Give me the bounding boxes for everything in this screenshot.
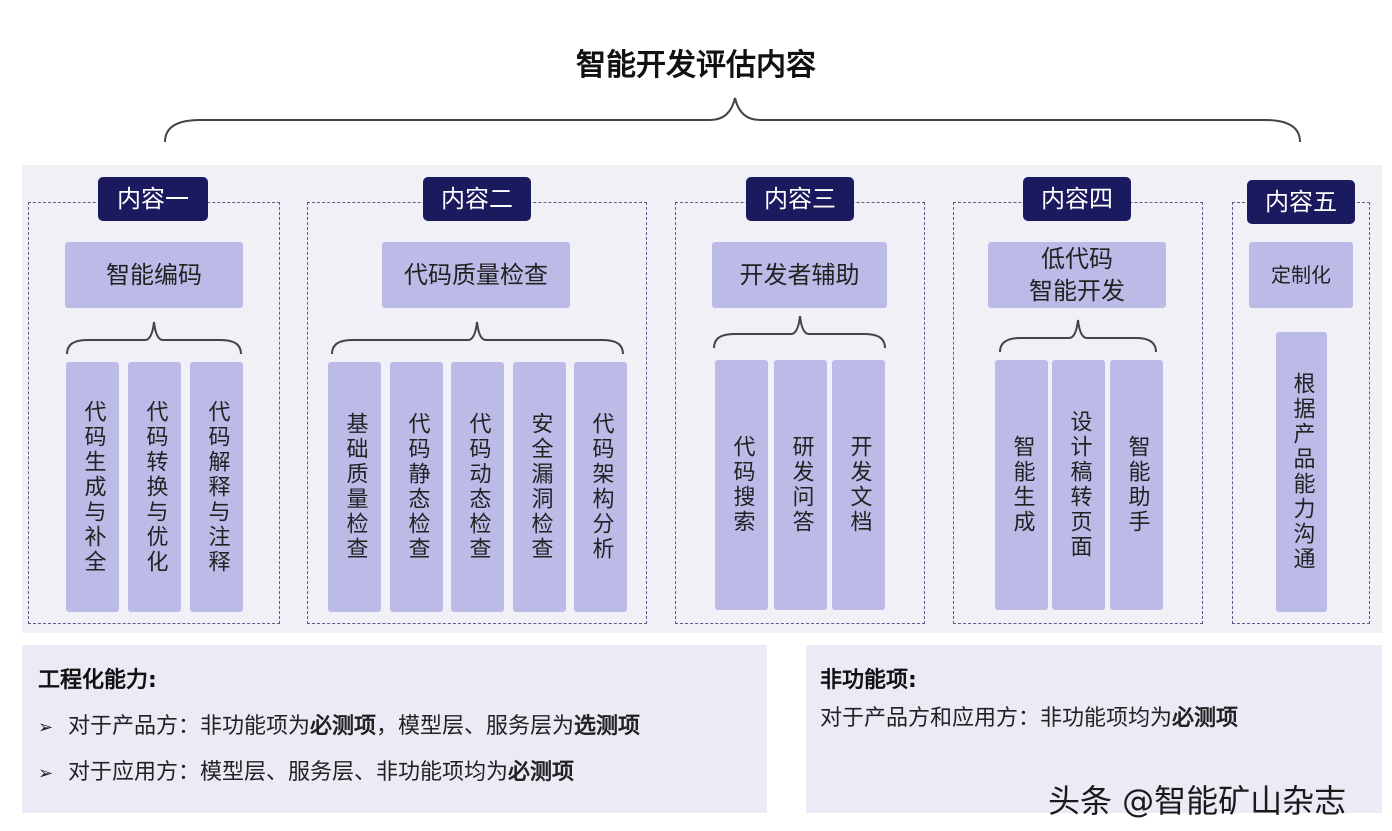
column-1-item-2: 代码转换与优化 (128, 362, 181, 612)
engineering-line-2: ➢对于应用方：模型层、服务层、非功能项均为必测项 (38, 760, 575, 785)
column-2-head: 代码质量检查 (382, 242, 570, 308)
column-2-item-2: 代码静态检查 (390, 362, 443, 612)
column-4-item-3: 智能助手 (1110, 360, 1163, 610)
column-2-brace (331, 321, 624, 355)
column-2-item-1: 基础质量检查 (328, 362, 381, 612)
column-3-brace (713, 315, 886, 349)
column-2-tag: 内容二 (423, 177, 531, 221)
nonfunctional-line: 对于产品方和应用方：非功能项均为必测项 (820, 706, 1239, 731)
column-4-item-2: 设计稿转页面 (1052, 360, 1105, 610)
column-3-head: 开发者辅助 (712, 242, 887, 308)
watermark: 头条 @智能矿山杂志 (1048, 782, 1347, 820)
column-5-head: 定制化 (1249, 242, 1353, 308)
column-3-item-2: 研发问答 (774, 360, 827, 610)
column-1-item-3: 代码解释与注释 (190, 362, 243, 612)
column-3-head-label: 开发者辅助 (739, 261, 860, 289)
column-4-head-label: 低代码 智能开发 (1029, 245, 1125, 305)
column-1-head: 智能编码 (65, 242, 243, 308)
arrow-icon: ➢ (38, 763, 54, 784)
column-4-tag: 内容四 (1023, 177, 1131, 221)
top-brace (164, 97, 1301, 143)
column-2-item-3: 代码动态检查 (451, 362, 504, 612)
column-3-tag: 内容三 (746, 177, 854, 221)
nonfunctional-title: 非功能项: (820, 668, 917, 693)
column-4-head: 低代码 智能开发 (988, 242, 1166, 308)
nonfunctional-box (806, 645, 1382, 813)
column-1-item-1: 代码生成与补全 (66, 362, 119, 612)
column-3-item-1: 代码搜索 (715, 360, 768, 610)
column-4-brace (999, 319, 1157, 353)
column-5-head-label: 定制化 (1271, 263, 1331, 287)
column-4-item-1: 智能生成 (995, 360, 1048, 610)
arrow-icon: ➢ (38, 717, 54, 738)
page-title: 智能开发评估内容 (576, 48, 816, 83)
column-2-item-4: 安全漏洞检查 (513, 362, 566, 612)
column-1-head-label: 智能编码 (106, 261, 202, 289)
column-5-tag: 内容五 (1247, 180, 1355, 224)
engineering-line-1: ➢对于产品方：非功能项为必测项，模型层、服务层为选测项 (38, 714, 641, 739)
column-2-item-5: 代码架构分析 (574, 362, 627, 612)
engineering-box (22, 645, 767, 813)
column-5-item-1: 根据产品能力沟通 (1276, 332, 1327, 612)
engineering-title: 工程化能力: (38, 668, 157, 693)
column-2-head-label: 代码质量检查 (404, 261, 548, 289)
column-1-tag: 内容一 (98, 177, 208, 221)
column-1-brace (66, 321, 242, 355)
column-3-item-3: 开发文档 (832, 360, 885, 610)
